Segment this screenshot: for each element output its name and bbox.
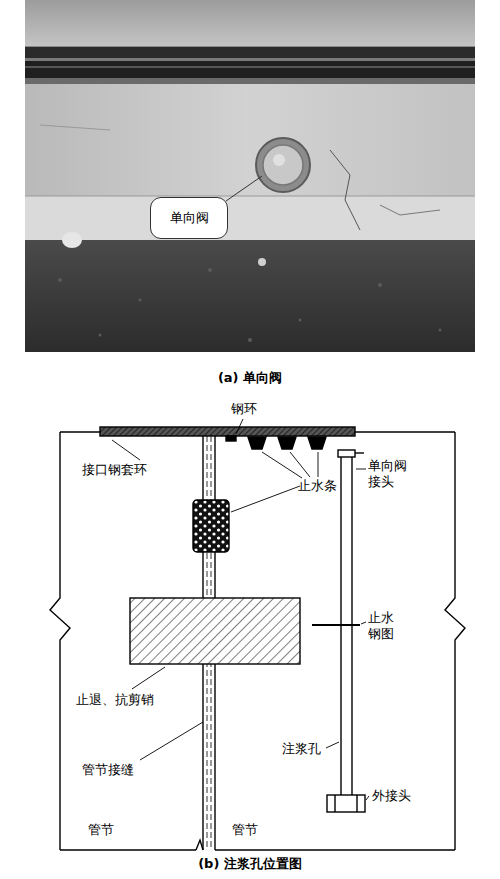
part-label: 管节 [88,822,114,838]
joint-drawing [50,419,465,850]
part-label: 管节 [232,822,258,838]
callout-text: 单向阀 [170,209,209,227]
part-label: 单向阀 接头 [368,458,411,491]
part-label: 接口钢套环 [82,462,147,478]
part-label: 管节接缝 [82,762,134,778]
part-label: 外接头 [372,788,411,804]
part-label: 钢环 [231,401,257,417]
part-label: 注浆孔 [282,741,321,757]
figure-caption: (a) 单向阀 [0,370,500,386]
valve-photo [25,0,475,352]
figure-caption: (b) 注浆孔位置图 [0,856,500,872]
callout-box: 单向阀 [150,197,228,239]
part-label: 止退、抗剪销 [76,692,154,708]
part-label: 止水条 [298,478,337,494]
part-label: 止水 钢图 [368,610,411,643]
